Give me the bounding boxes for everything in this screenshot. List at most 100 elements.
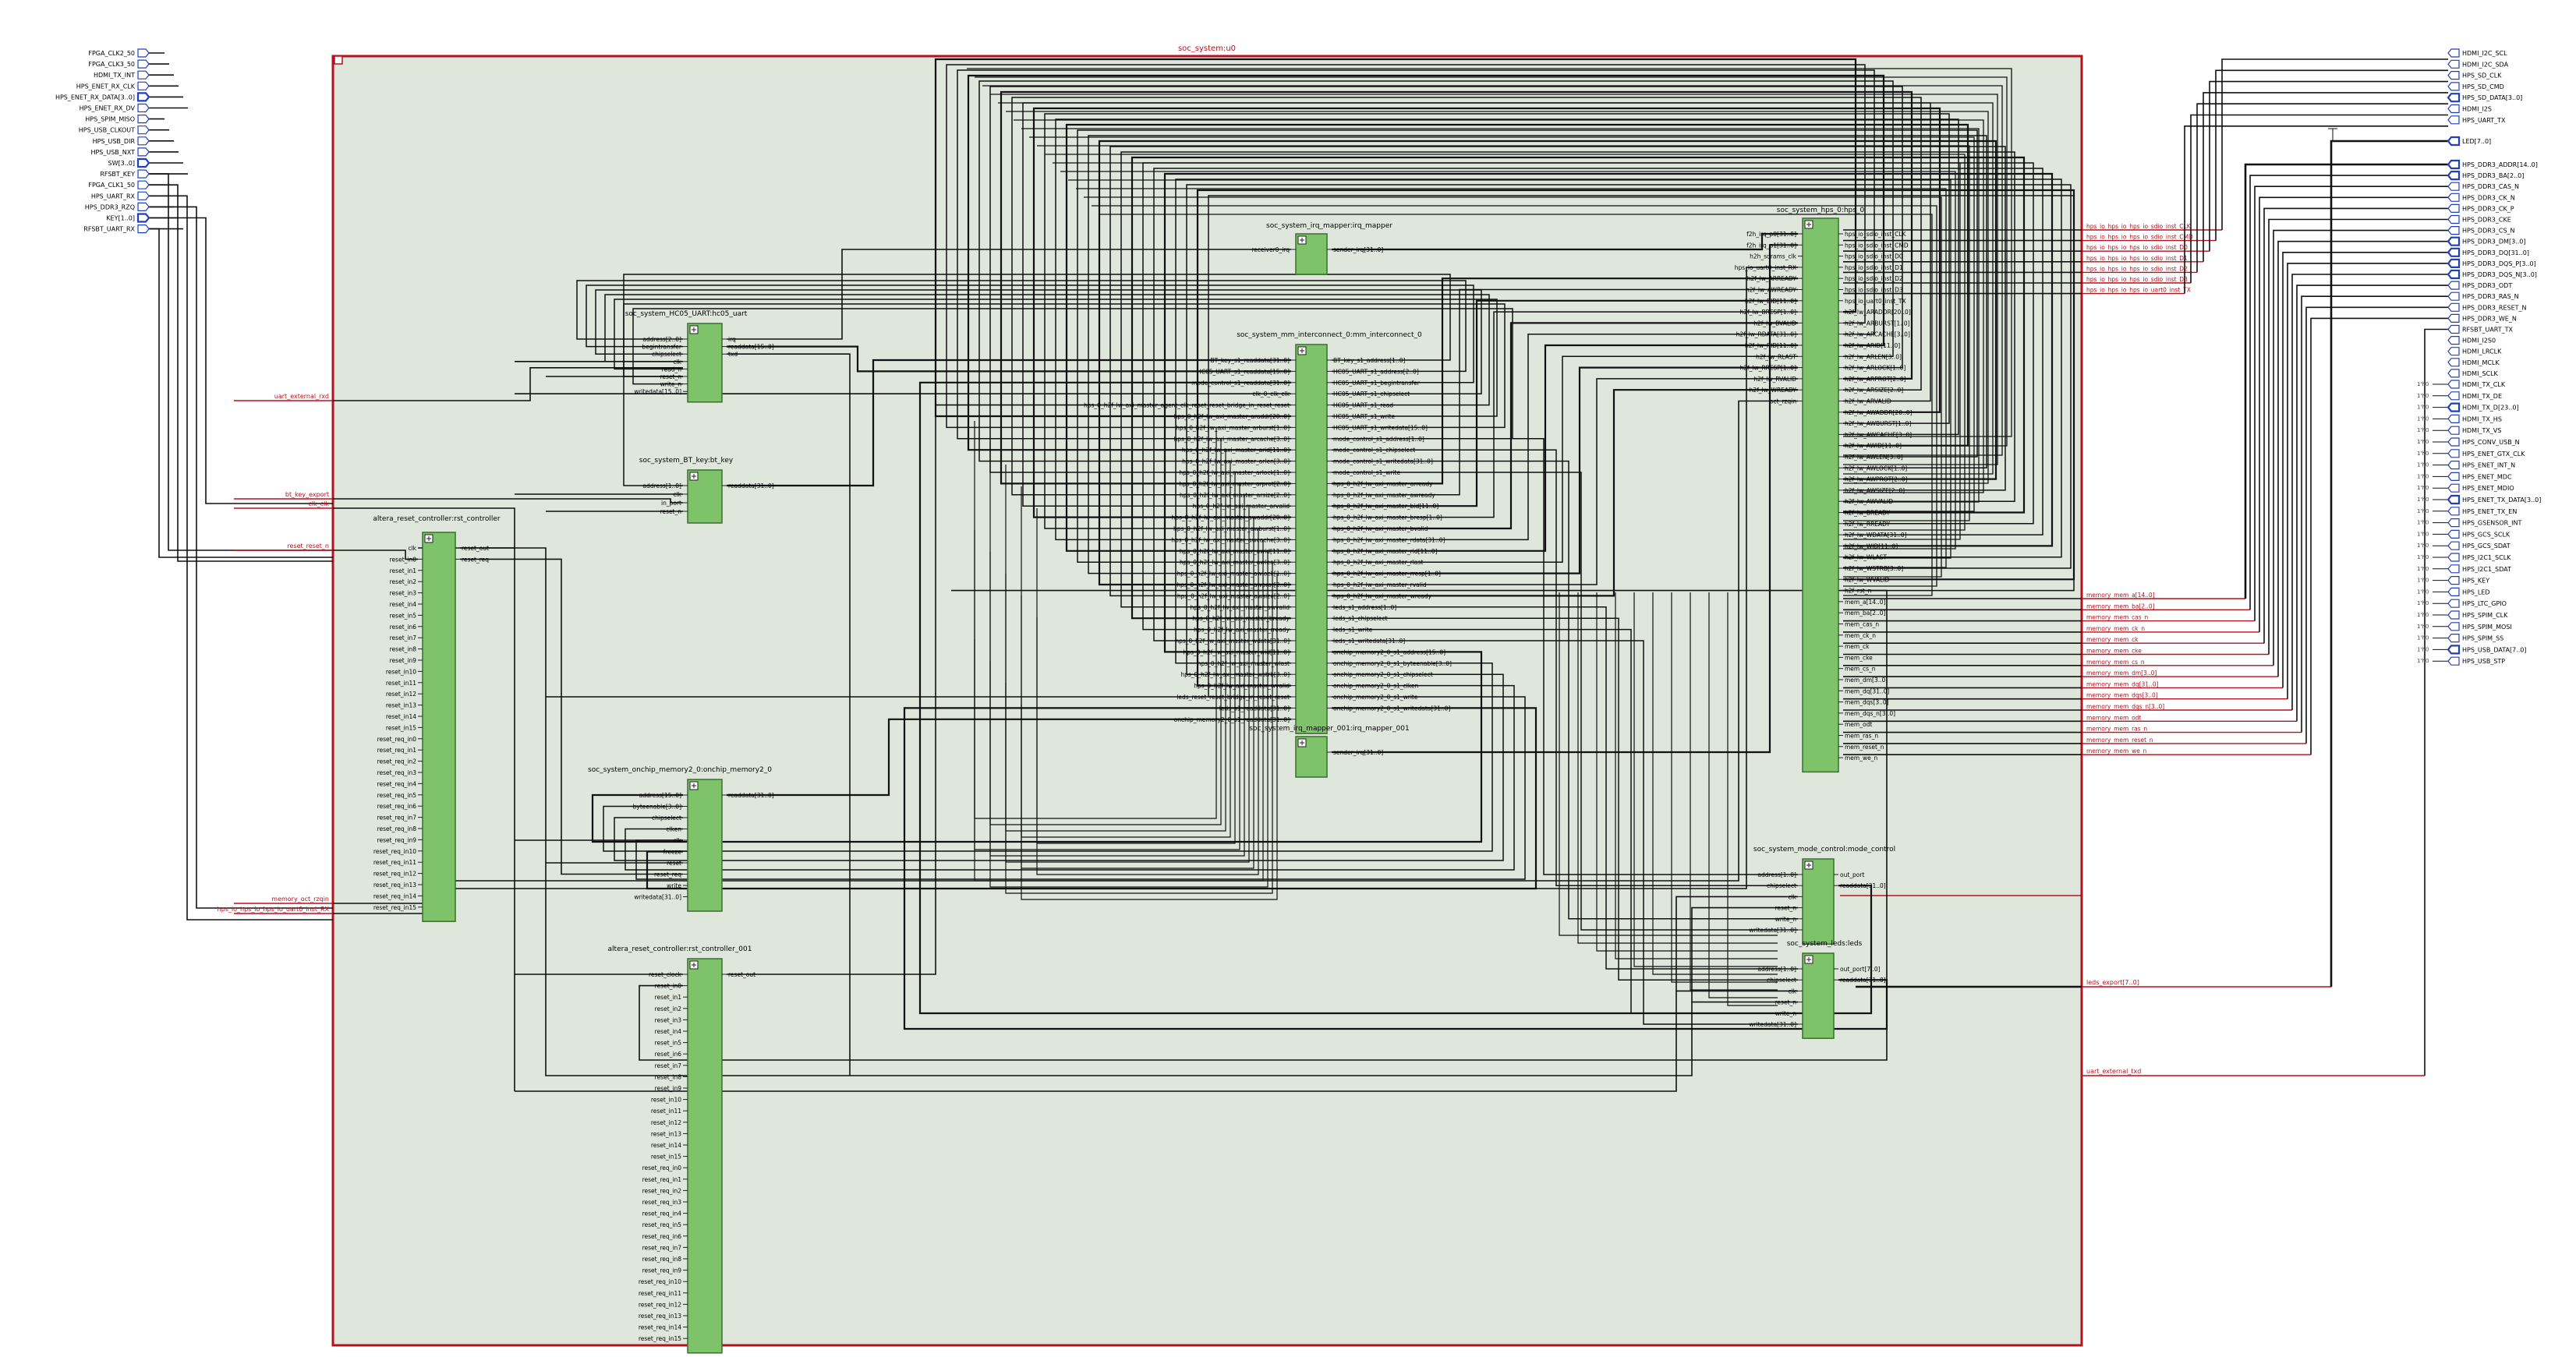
left-port[interactable]: HPS_ENET_RX_DV [80,103,150,113]
right-port[interactable]: HPS_GSENSOR_INT [2447,518,2522,528]
left-port[interactable]: FPGA_CLK3_50 [88,59,150,69]
right-port[interactable]: HPS_ENET_INT_N [2447,461,2515,470]
right-port[interactable]: HDMI_TX_DE [2447,391,2502,401]
collapse-toggle-icon[interactable] [334,55,343,65]
right-port[interactable]: HPS_DDR3_RAS_N [2447,292,2519,301]
right-port[interactable]: HPS_SD_CLK [2447,71,2502,80]
right-port[interactable]: HDMI_I2S0 [2447,336,2496,345]
right-port[interactable]: HPS_DDR3_CAS_N [2447,182,2519,191]
left-port[interactable]: HPS_ENET_RX_CLK [76,81,150,90]
input-port-label: reset_in1 [390,567,417,574]
right-port[interactable]: HPS_ENET_MDIO [2447,483,2514,493]
right-port[interactable]: HDMI_I2C_SDA [2447,59,2509,69]
right-port[interactable]: HPS_SPIM_MOSI [2447,622,2512,631]
right-port[interactable]: HPS_USB_STP [2447,656,2505,666]
block-leds[interactable]: soc_system_leds:ledsaddress[1..0]chipsel… [1749,940,1886,1039]
led-port[interactable]: LED[7..0] [2447,136,2491,147]
right-port[interactable]: HPS_LTC_GPIO [2447,599,2507,608]
output-port-label: mem_we_n [1845,754,1877,762]
right-port[interactable]: HPS_CONV_USB_N [2447,437,2520,447]
block-body[interactable] [422,532,456,922]
right-port[interactable]: HDMI_LRCLK [2447,347,2502,356]
right-port[interactable]: HPS_DDR3_CK_N [2447,193,2515,202]
right-port[interactable]: HPS_ENET_MDC [2447,472,2512,481]
left-port[interactable]: HPS_DDR3_RZQ [85,202,150,211]
block-mode[interactable]: soc_system_mode_control:mode_controladdr… [1749,846,1895,945]
block-rst1[interactable]: altera_reset_controller:rst_controller_0… [608,945,756,1354]
right-port[interactable]: HPS_I2C1_SDAT [2447,564,2511,574]
right-port[interactable]: HPS_DDR3_BA[2..0] [2447,171,2524,181]
left-port[interactable]: FPGA_CLK1_50 [88,180,150,189]
right-port[interactable]: HPS_DDR3_ADDR[14..0] [2447,159,2538,170]
right-port[interactable]: HPS_SD_CMD [2447,82,2504,91]
right-port[interactable]: HPS_DDR3_CKE [2447,214,2511,224]
right-port[interactable]: HPS_DDR3_RESET_N [2447,302,2527,312]
block-body[interactable] [1802,858,1835,945]
right-port[interactable]: RFSBT_UART_TX [2447,324,2514,334]
right-port[interactable]: HPS_GCS_SCLK [2447,529,2511,539]
block-body[interactable] [1802,217,1839,773]
left-port[interactable]: HPS_USB_DIR [93,136,150,146]
right-port[interactable]: HPS_I2C1_SCLK [2447,553,2511,562]
left-port[interactable]: HPS_UART_RX [91,191,150,200]
right-port[interactable]: HPS_DDR3_DQ[31..0] [2447,247,2529,257]
left-port[interactable]: KEY[1..0] [106,213,150,223]
input-port-label: hps_0_h2f_lw_axi_master_wid[11..0] [1183,648,1290,656]
right-port[interactable]: HPS_DDR3_DQS_N[3..0] [2447,269,2537,280]
right-port[interactable]: HPS_DDR3_DM[3..0] [2447,236,2525,246]
right-port[interactable]: HPS_UART_TX [2447,115,2506,125]
input-port-label: reset_in10 [651,1097,681,1104]
left-port[interactable]: RFSBT_KEY [100,169,150,178]
left-port[interactable]: FPGA_CLK2_50 [88,48,150,58]
block-onchip[interactable]: soc_system_onchip_memory2_0:onchip_memor… [588,766,774,912]
block-body[interactable] [1802,952,1835,1039]
wire [1053,162,1961,540]
left-port[interactable]: HPS_SPIM_MISO [85,115,150,124]
block-irqm[interactable]: soc_system_irq_mapper:irq_mapperreceiver… [1251,222,1392,275]
right-port[interactable]: HDMI_TX_D[23..0] [2447,402,2519,412]
left-port[interactable]: HPS_ENET_RX_DATA[3..0] [55,92,150,102]
block-body[interactable] [1295,233,1328,275]
right-port[interactable]: HDMI_MCLK [2447,358,2500,367]
right-port[interactable]: HDMI_TX_HS [2447,414,2502,423]
block-body[interactable] [687,779,723,912]
block-hc05[interactable]: soc_system_HC05_UART:hc05_uartaddress[2.… [625,310,774,403]
wire [1021,128,1980,503]
block-mm[interactable]: soc_system_mm_interconnect_0:mm_intercon… [1084,331,1452,734]
right-port[interactable]: HPS_GCS_SDAT [2447,541,2511,550]
right-port[interactable]: HPS_SD_DATA[3..0] [2447,93,2522,103]
right-port[interactable]: HDMI_I2C_SCL [2447,48,2507,58]
right-port[interactable]: HPS_ENET_TX_DATA[3..0] [2447,494,2541,505]
block-rst[interactable]: altera_reset_controller:rst_controllercl… [373,515,501,922]
left-port[interactable]: RFSBT_UART_RX [83,224,150,234]
right-port[interactable]: HPS_DDR3_DQS_P[3..0] [2447,258,2536,268]
right-port[interactable]: HPS_ENET_TX_EN [2447,507,2517,516]
input-port-label: byteenable[3..0] [633,804,681,811]
right-port[interactable]: HPS_SPIM_SS [2447,634,2503,643]
right-port[interactable]: HPS_ENET_GTX_CLK [2447,449,2525,458]
const-label: 1'h0 [2417,635,2429,641]
right-port[interactable]: HDMI_I2S [2447,104,2492,114]
right-port[interactable]: HPS_USB_DATA[7..0] [2447,645,2526,655]
block-irqm1[interactable]: soc_system_irq_mapper_001:irq_mapper_001… [1249,725,1410,778]
block-body[interactable] [687,958,723,1354]
left-port[interactable]: HPS_USB_CLKOUT [79,125,150,135]
right-port[interactable]: HPS_DDR3_CK_P [2447,203,2514,213]
block-body[interactable] [1295,344,1328,734]
right-port[interactable]: HDMI_TX_CLK [2447,380,2506,389]
right-port[interactable]: HPS_LED [2447,587,2490,596]
right-port[interactable]: HPS_DDR3_CS_N [2447,226,2515,235]
block-hps[interactable]: soc_system_hps_0:hps_0f2h_irq_p0[31..0]f… [1735,207,1913,773]
block-btkey[interactable]: soc_system_BT_key:bt_keyaddress[1..0]clk… [639,457,774,524]
left-port[interactable]: HDMI_TX_INT [94,70,150,80]
right-port[interactable]: HPS_DDR3_WE_N [2447,313,2517,323]
left-port[interactable]: SW[3..0] [108,157,150,168]
right-port[interactable]: HPS_SPIM_CLK [2447,610,2508,620]
block-body[interactable] [687,323,723,403]
right-port[interactable]: HPS_DDR3_ODT [2447,281,2512,290]
right-port[interactable]: HDMI_SCLK [2447,369,2499,378]
block-title: soc_system_HC05_UART:hc05_uart [625,310,748,318]
right-port[interactable]: HPS_KEY [2447,576,2489,585]
left-port[interactable]: HPS_USB_NXT [90,147,150,157]
right-port[interactable]: HDMI_TX_VS [2447,426,2501,435]
